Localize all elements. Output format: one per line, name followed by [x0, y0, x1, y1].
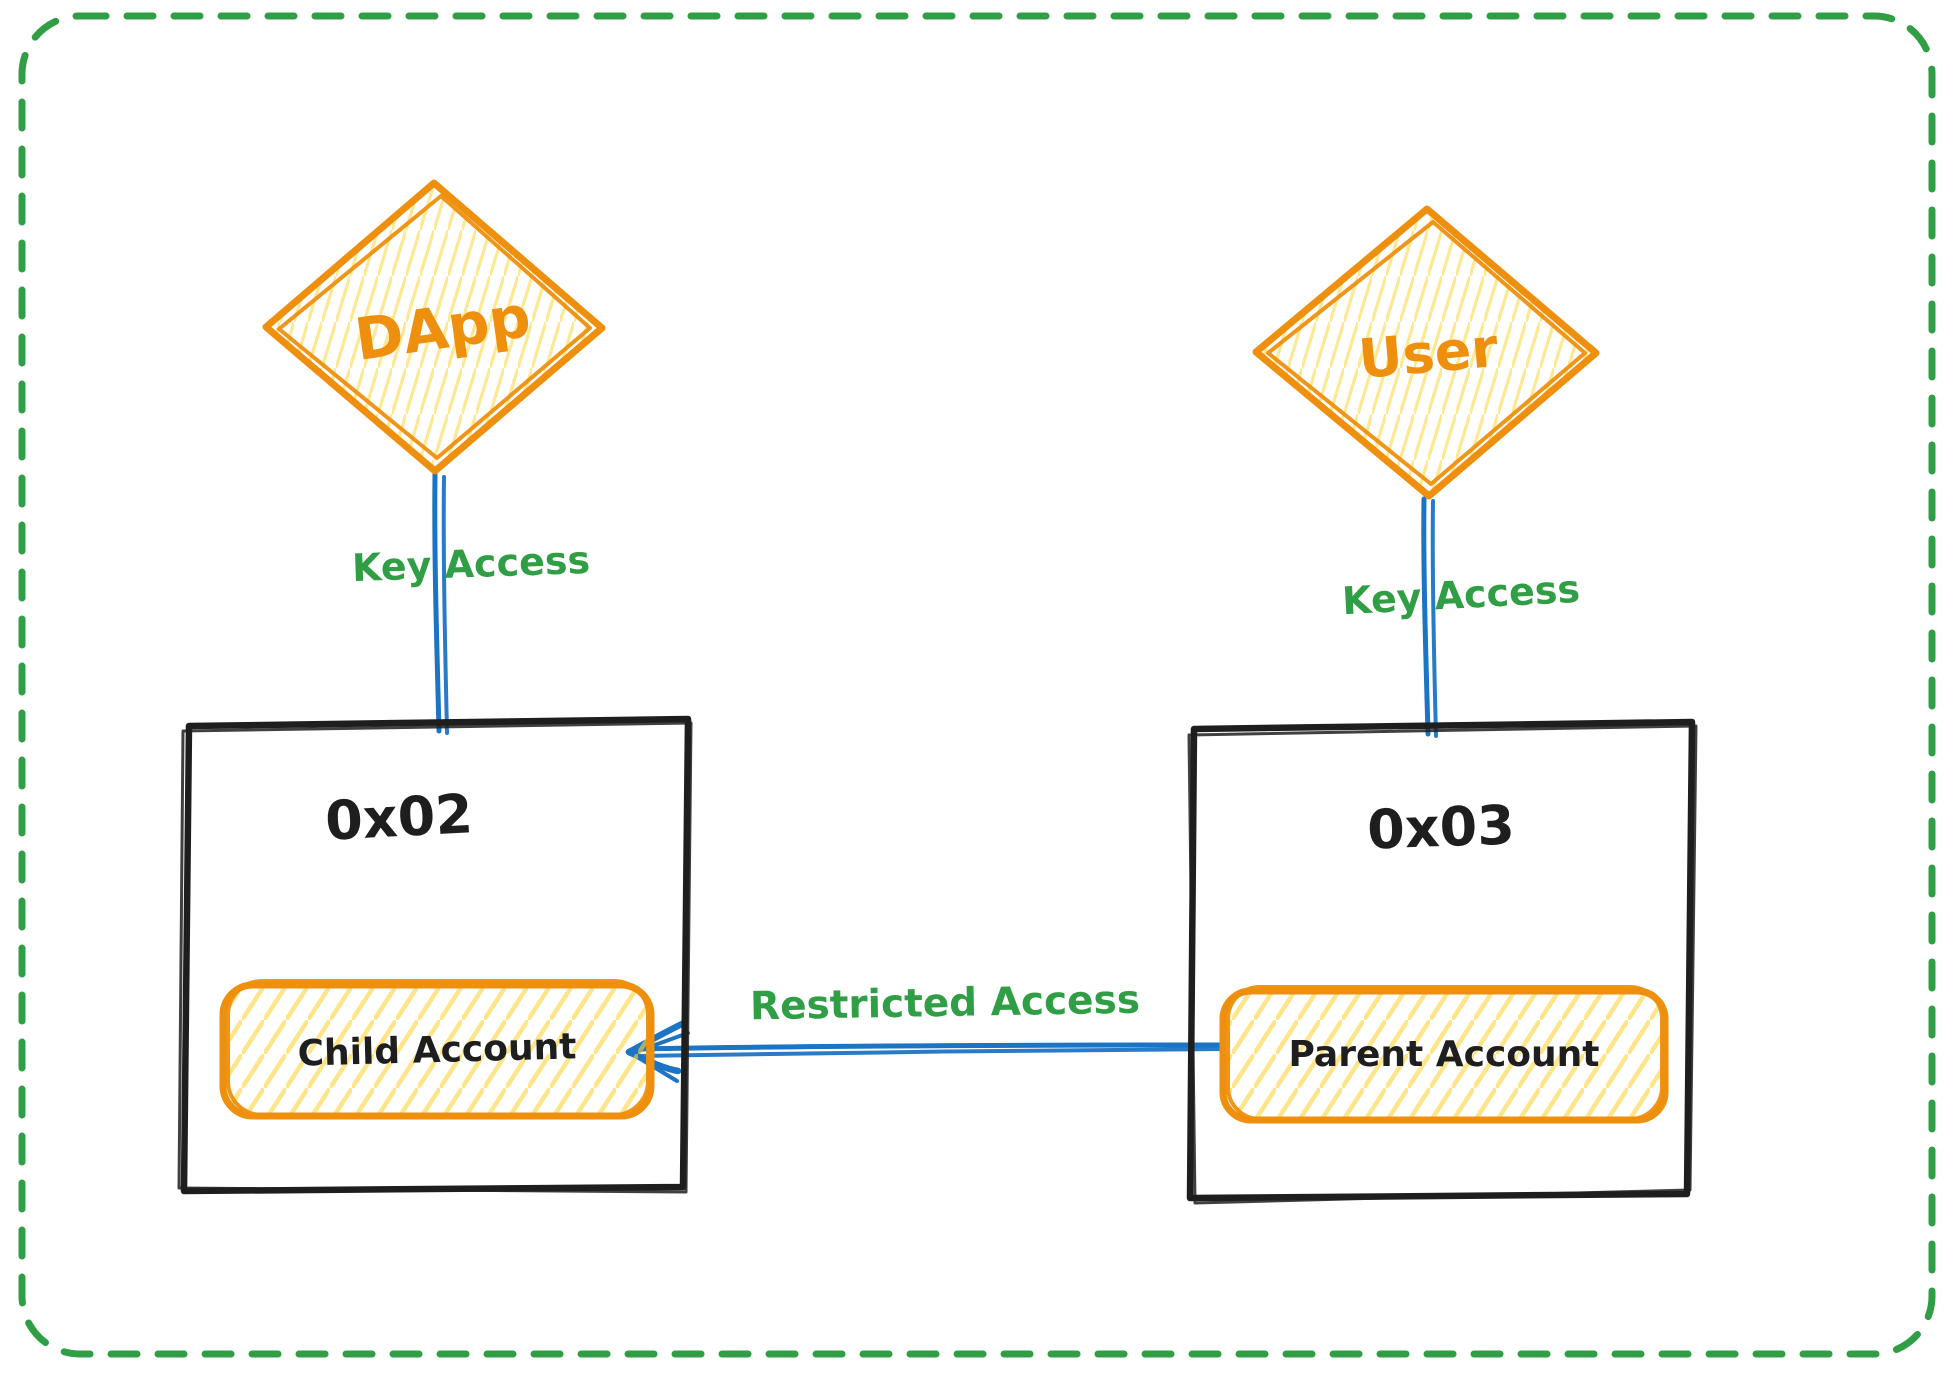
key-access-right-line-2: [1430, 499, 1438, 738]
account-0x02-box: [180, 715, 692, 1195]
restricted-access-label: Restricted Access: [750, 978, 1141, 1030]
user-label: User: [1356, 316, 1501, 391]
key-access-right-line: [1421, 496, 1431, 737]
user-diamond-2: [1266, 220, 1587, 486]
account-0x03-box: [1186, 718, 1696, 1202]
key-access-left-label: Key Access: [351, 538, 590, 590]
edge-user-key-access: [1421, 496, 1438, 738]
node-user: User: [1252, 205, 1600, 500]
node-dapp: DApp: [262, 179, 606, 475]
canvas-dashed-border: [18, 12, 1936, 1358]
node-account-0x02: 0x02: [177, 715, 693, 1195]
edge-restricted-access: [625, 1019, 1226, 1083]
key-access-right-label: Key Access: [1341, 567, 1581, 623]
user-diamond: [1252, 205, 1600, 500]
child-account-box-2: [226, 979, 650, 1117]
node-child-account: Child Account: [219, 979, 655, 1120]
dapp-diamond: [262, 179, 606, 475]
account-0x02-box-2: [177, 721, 693, 1194]
key-access-left-line: [432, 471, 442, 734]
account-0x03-box-2: [1187, 724, 1698, 1205]
account-0x02-label: 0x02: [324, 782, 475, 853]
edge-dapp-key-access: [432, 471, 449, 735]
dapp-diamond-2: [277, 194, 592, 460]
restricted-access-shaft: [633, 1042, 1226, 1052]
parent-account-box-2: [1226, 985, 1664, 1121]
child-account-label: Child Account: [297, 1026, 577, 1074]
restricted-access-shaft-2: [634, 1047, 1225, 1058]
parent-account-label: Parent Account: [1289, 1034, 1600, 1075]
key-access-left-line-2: [441, 475, 449, 735]
node-parent-account: Parent Account: [1219, 985, 1669, 1124]
account-0x03-label: 0x03: [1366, 793, 1516, 861]
node-account-0x03: 0x03: [1186, 718, 1698, 1205]
